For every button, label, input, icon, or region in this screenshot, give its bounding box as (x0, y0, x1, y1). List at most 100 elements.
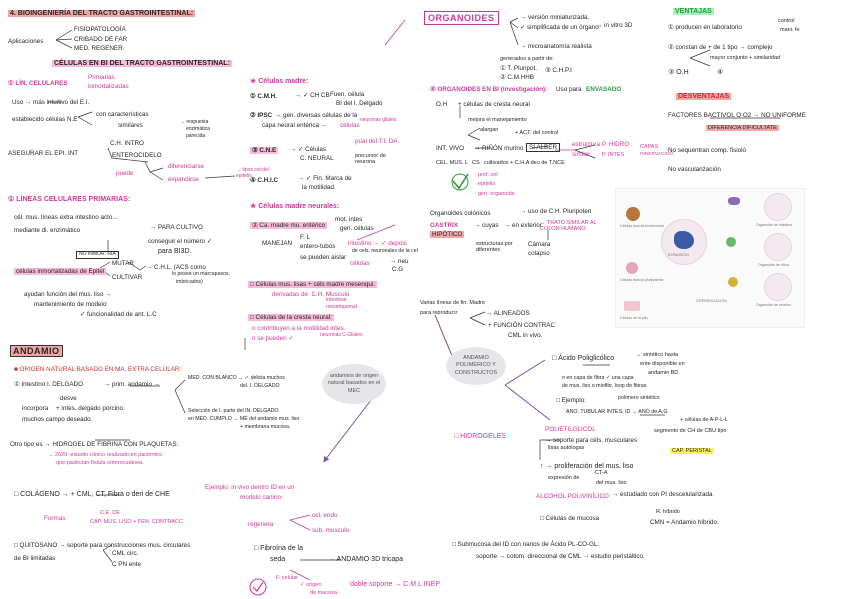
cne: ③ C.N.E (250, 147, 279, 154)
text: ✓ funcionalidad de ant. L.C (80, 311, 157, 318)
text: P. INTES (602, 152, 625, 158)
organoid-diagram: Células troncal embrionaria Células tron… (615, 188, 805, 328)
text: ✓ origen (300, 582, 322, 588)
pluripotent-cell (626, 262, 638, 274)
expansion-dish (661, 219, 707, 265)
text: capa neural entérica → (262, 122, 328, 129)
text: C.G (392, 266, 404, 273)
text: □ COLÁGENO → + CML, CT, Fibra o deri de … (14, 491, 170, 498)
text: pref. cel (478, 172, 498, 178)
text: ente disponible en (640, 361, 685, 367)
text: de mucosa. (310, 590, 339, 596)
text: ENTEROCIDELO (112, 152, 162, 159)
origen-natural: ■ ORIGEN NATURAL BASADO EN MA. EXTRA CEL… (14, 366, 182, 373)
text: + membrana mucosa. (240, 424, 291, 430)
text: □ QUITOSANO → soporte para construccione… (14, 542, 191, 549)
text: EXPANSIÓN (668, 253, 689, 257)
brain-organoid (764, 273, 792, 301)
text: → tipos cel del epitelio (236, 167, 269, 179)
text: células (340, 122, 360, 129)
item-lin-celulares: ① LÍN. CELULARES (8, 80, 68, 87)
text: ANO. TUBULAR INTES. ID → ANO de A.G (566, 409, 668, 415)
text: Cámara (528, 241, 551, 248)
text: + células de cresta neural (458, 101, 530, 108)
text: cultivados + C.H.A deu de T.NCE (484, 160, 565, 166)
text: conseguir el número ✓ (148, 238, 213, 245)
text: control (778, 18, 795, 24)
text: C. NEURAL (300, 155, 334, 162)
text: imbricados) (176, 279, 203, 285)
text: □ Células de mucosa (540, 515, 600, 522)
text: para BI3D. (158, 248, 192, 255)
text: CAP. MUS. LISO + FEN. CONTRACC (90, 519, 183, 525)
text: sub. musculo (312, 527, 350, 534)
text: CML in vivo. (508, 332, 543, 339)
text: ① producen en laboratorio (668, 24, 742, 31)
text: andamio BD. (648, 370, 680, 376)
text: modelo canino. (240, 494, 283, 501)
text: Uso para (556, 86, 582, 93)
text: seda (270, 556, 286, 563)
text: diferenciarse (168, 163, 205, 170)
text: mantenimiento de modelo (34, 301, 107, 308)
text: CML circ. (112, 550, 139, 557)
text: lo posee un marcapasos, (172, 271, 230, 277)
text: → soporte para céls. musculares (545, 437, 638, 444)
uso-line: Uso → más intuitivo del E.I. (12, 99, 90, 106)
text: → prim. andamio → (104, 381, 160, 388)
text: polímero sintético (618, 395, 660, 401)
text: entero-tubos (300, 243, 336, 250)
text: estructura (572, 141, 600, 148)
text: POLIETILGLICOL (545, 426, 596, 433)
embryonic-cell (626, 207, 640, 221)
text: SÍ ALBER (526, 143, 561, 153)
text: P. HIDRO (602, 141, 630, 148)
text: de BI limitadas (14, 555, 56, 562)
cap-peristal: CAP. PERISTAL (670, 448, 714, 454)
text: de mus. liso o miofibr. loop de fibras (562, 383, 647, 389)
text: → C.H.L. (ACS como (146, 264, 206, 271)
text: similar (572, 151, 591, 158)
text: en MED. CUMPLO → MÉ del andamio mus. lis… (188, 416, 300, 422)
text: ① C.M.H. (250, 93, 277, 100)
app-item: MED. REGENER. (74, 45, 125, 52)
text: mot. intes (335, 216, 363, 223)
text: intestinal (326, 297, 347, 303)
text: MED. CON BLANCO → ✓ delicia muchos (188, 375, 285, 381)
text: C.E. DE (100, 510, 120, 516)
text: ② C.M.HHB (500, 74, 534, 81)
section-title-andamio: ANDAMIO (10, 345, 63, 357)
text: Organoide de intestino (756, 223, 793, 227)
section-title-organoides: ORGANOIDES (424, 11, 499, 25)
text: → 2020: estudio clínico realizado en pac… (48, 452, 162, 458)
text: C PN ente (112, 561, 142, 568)
text: ENVASADO (586, 86, 622, 93)
text: mejora el manejamiento (468, 117, 527, 123)
subtitle-celulas-bi: CÉLULAS EN BI DEL TRACTO GASTROINTESTINA… (52, 60, 232, 67)
text: Células de la piel (620, 316, 648, 320)
text: Organoides colónicos (430, 210, 491, 217)
text: o se pueden ✓ (252, 335, 294, 342)
text: doble soporte → C.M.L INEP (350, 581, 441, 588)
text: + células de A-P-L-L (680, 417, 728, 423)
section-title-desventajas: DESVENTAJAS (676, 93, 732, 100)
text: Fuen. célula (330, 91, 365, 98)
text: Otro tipo es → HIDROGEL DE FIBRINA CON P… (10, 441, 179, 448)
text: del mus. liso (596, 480, 627, 486)
asegurar-line: ASEGURAR EL EPI. INT (8, 150, 79, 157)
primarias-label: Primarias (88, 74, 115, 81)
text: soporte → cotom. direccional de CML → es… (476, 553, 645, 560)
text: ② IPSC (250, 112, 273, 119)
text: parecida (186, 133, 206, 139)
text: → respuesta (180, 119, 209, 125)
text: neuronas C.Gliales (320, 332, 363, 338)
establecido-line: establecido células N.E (12, 116, 78, 123)
celulas-inmortalizadas: células inmortalizadas de Epitel (14, 268, 107, 275)
text: CAPAS (640, 144, 659, 150)
text: lisas autólogas (548, 445, 585, 451)
text: expresión de (548, 475, 580, 481)
text: Varias líneas de fin. Madre (420, 300, 486, 306)
text: estructuras por diferentes (476, 241, 513, 254)
text: gen. organoide (478, 191, 515, 197)
text: la motilidad. (302, 184, 336, 191)
